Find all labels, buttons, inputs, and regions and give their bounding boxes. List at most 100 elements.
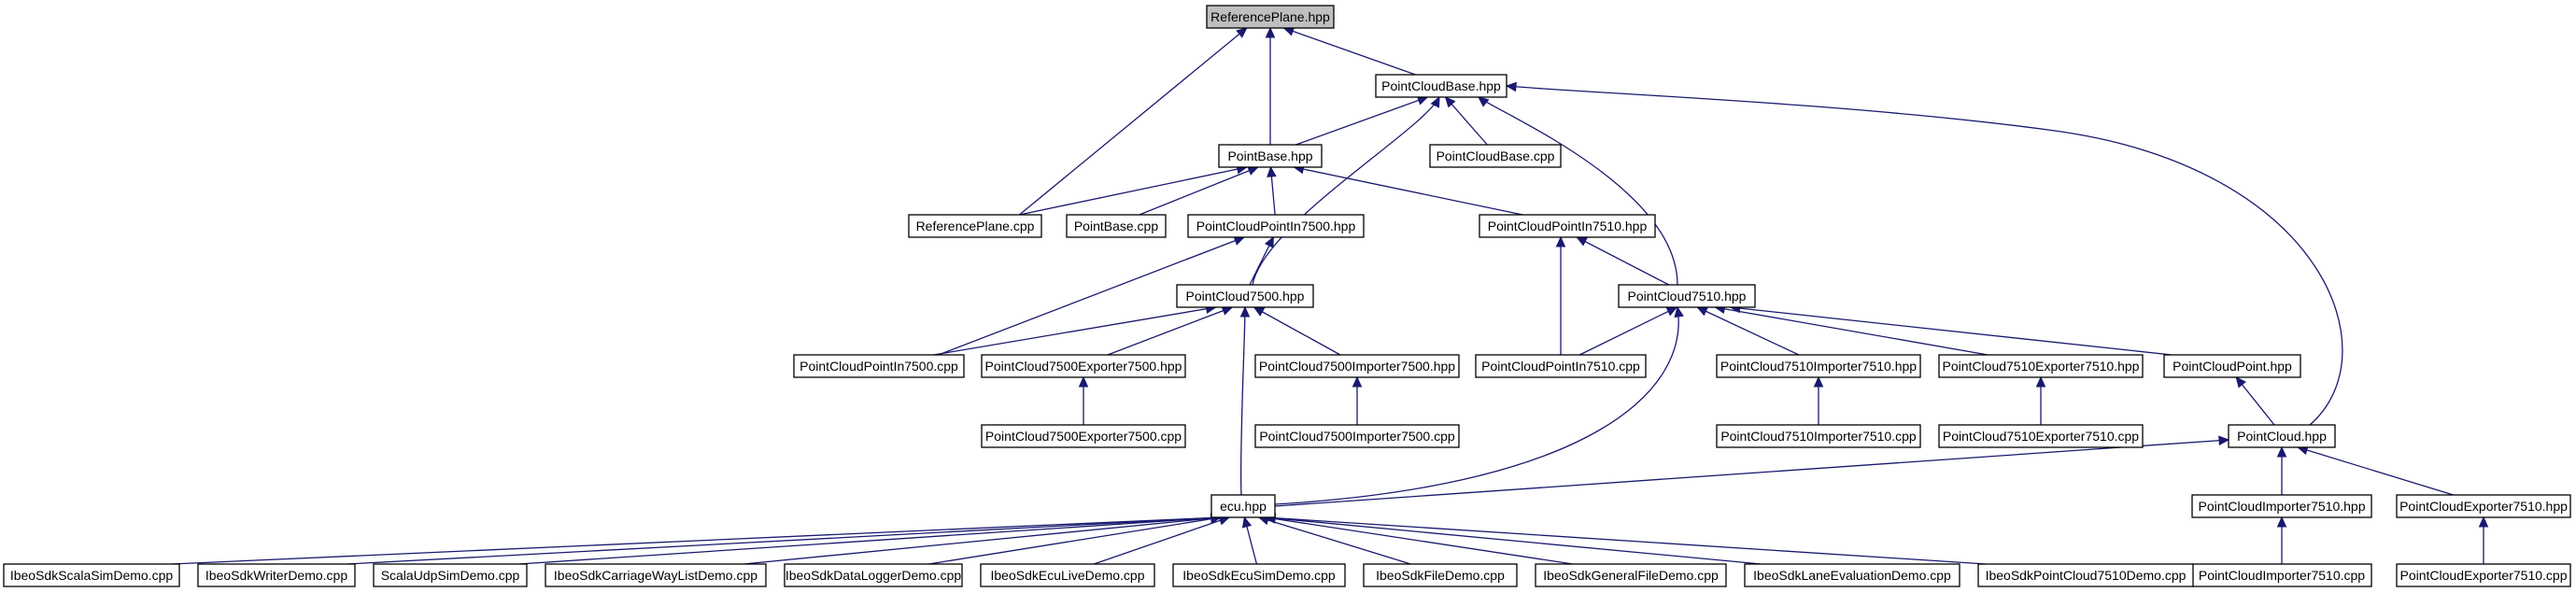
- node-label: PointBase.cpp: [1074, 219, 1158, 233]
- edge-demo_file-includes-ecu_hpp: [1258, 516, 1411, 565]
- node-demo-carriage[interactable]: IbeoSdkCarriageWayListDemo.cpp: [545, 563, 767, 587]
- node-label: PointBase.hpp: [1227, 148, 1312, 163]
- node-demo-udp[interactable]: ScalaUdpSimDemo.cpp: [373, 563, 528, 587]
- node-box[interactable]: [1218, 144, 1323, 168]
- node-box[interactable]: [1716, 354, 1921, 378]
- node-pcbase-cpp[interactable]: PointCloudBase.cpp: [1429, 144, 1562, 168]
- node-box[interactable]: [3, 563, 180, 587]
- node-box[interactable]: [980, 563, 1155, 587]
- node-pc7510exp-hpp[interactable]: PointCloud7510Exporter7510.hpp: [1938, 354, 2144, 378]
- node-box[interactable]: [1210, 494, 1276, 518]
- node-demo-file[interactable]: IbeoSdkFileDemo.cpp: [1363, 563, 1518, 587]
- node-pcpoint-hpp[interactable]: PointCloudPoint.hpp: [2163, 354, 2301, 378]
- node-box[interactable]: [793, 354, 965, 378]
- node-demo-pc7510[interactable]: IbeoSdkPointCloud7510Demo.cpp: [1977, 563, 2194, 587]
- node-label: PointCloudPointIn7510.cpp: [1481, 359, 1640, 374]
- node-demo-ecu-live[interactable]: IbeoSdkEcuLiveDemo.cpp: [980, 563, 1155, 587]
- node-box[interactable]: [908, 214, 1042, 238]
- arrowhead: [2235, 376, 2246, 388]
- node-demo-ecu-sim[interactable]: IbeoSdkEcuSimDemo.cpp: [1172, 563, 1346, 587]
- node-box[interactable]: [1716, 424, 1921, 448]
- node-pc7500exp-hpp[interactable]: PointCloud7500Exporter7500.hpp: [981, 354, 1186, 378]
- node-demo-lane[interactable]: IbeoSdkLaneEvaluationDemo.cpp: [1744, 563, 1960, 587]
- edge-pc7500imp_hpp-includes-pc7500_hpp: [1253, 306, 1341, 356]
- node-label: ecu.hpp: [1220, 499, 1267, 514]
- node-pointcloud-hpp[interactable]: PointCloud.hpp: [2228, 424, 2336, 448]
- node-box[interactable]: [1206, 5, 1335, 29]
- node-box[interactable]: [1375, 74, 1507, 98]
- node-refplane-hpp[interactable]: ReferencePlane.hpp: [1206, 5, 1335, 29]
- node-pcbase-hpp[interactable]: PointCloudBase.hpp: [1375, 74, 1507, 98]
- node-refplane-cpp[interactable]: ReferencePlane.cpp: [908, 214, 1042, 238]
- node-box[interactable]: [1744, 563, 1960, 587]
- node-label: PointCloudPointIn7500.hpp: [1196, 219, 1356, 233]
- node-box[interactable]: [545, 563, 767, 587]
- node-label: PointCloudExporter7510.hpp: [2399, 499, 2568, 514]
- node-box[interactable]: [1176, 284, 1314, 308]
- node-box[interactable]: [2228, 424, 2336, 448]
- node-box[interactable]: [1187, 214, 1365, 238]
- node-box[interactable]: [1938, 424, 2144, 448]
- node-pc7500imp-cpp[interactable]: PointCloud7500Importer7500.cpp: [1254, 424, 1460, 448]
- node-box[interactable]: [981, 354, 1186, 378]
- edge-pointbase_hpp-includes-pcbase_hpp: [1295, 96, 1428, 146]
- node-label: PointCloudImporter7510.hpp: [2198, 499, 2365, 514]
- node-pointbase-hpp[interactable]: PointBase.hpp: [1218, 144, 1323, 168]
- node-pcpi7500-cpp[interactable]: PointCloudPointIn7500.cpp: [793, 354, 965, 378]
- node-box[interactable]: [2191, 494, 2372, 518]
- edge-pcpi7510_hpp-includes-pointbase_hpp: [1294, 166, 1523, 216]
- node-box[interactable]: [2396, 494, 2571, 518]
- node-box[interactable]: [373, 563, 528, 587]
- node-box[interactable]: [1254, 354, 1460, 378]
- node-pcexp7510-hpp[interactable]: PointCloudExporter7510.hpp: [2396, 494, 2571, 518]
- node-pcpi7500-hpp[interactable]: PointCloudPointIn7500.hpp: [1187, 214, 1365, 238]
- node-pcexp7510-cpp[interactable]: PointCloudExporter7510.cpp: [2396, 563, 2571, 587]
- node-label: PointCloudExporter7510.cpp: [2399, 568, 2567, 583]
- arrowhead: [1265, 26, 1276, 38]
- node-box[interactable]: [1618, 284, 1756, 308]
- node-box[interactable]: [1475, 354, 1647, 378]
- arrowhead: [1239, 305, 1251, 318]
- node-pointbase-cpp[interactable]: PointBase.cpp: [1066, 214, 1167, 238]
- node-demo-scala[interactable]: IbeoSdkScalaSimDemo.cpp: [3, 563, 180, 587]
- node-box[interactable]: [197, 563, 356, 587]
- node-box[interactable]: [1254, 424, 1460, 448]
- node-pcimp7510-hpp[interactable]: PointCloudImporter7510.hpp: [2191, 494, 2372, 518]
- node-pcimp7510-cpp[interactable]: PointCloudImporter7510.cpp: [2191, 563, 2372, 587]
- arrowhead: [1253, 306, 1266, 317]
- node-box[interactable]: [2163, 354, 2301, 378]
- node-box[interactable]: [981, 424, 1186, 448]
- node-pcpi7510-cpp[interactable]: PointCloudPointIn7510.cpp: [1475, 354, 1647, 378]
- node-ecu-hpp[interactable]: ecu.hpp: [1210, 494, 1276, 518]
- edges-layer: [171, 26, 2489, 565]
- node-demo-writer[interactable]: IbeoSdkWriterDemo.cpp: [197, 563, 356, 587]
- node-pc7510imp-hpp[interactable]: PointCloud7510Importer7510.hpp: [1716, 354, 1921, 378]
- node-box[interactable]: [1977, 563, 2194, 587]
- arrowhead: [2276, 515, 2287, 528]
- edge-pc7500_hpp-includes-pcbase_hpp: [1252, 96, 1440, 286]
- node-box[interactable]: [784, 563, 963, 587]
- node-pc7510imp-cpp[interactable]: PointCloud7510Importer7510.cpp: [1716, 424, 1921, 448]
- node-demo-logger[interactable]: IbeoSdkDataLoggerDemo.cpp: [784, 563, 963, 587]
- node-box[interactable]: [1066, 214, 1167, 238]
- node-demo-general[interactable]: IbeoSdkGeneralFileDemo.cpp: [1535, 563, 1727, 587]
- node-pc7500-hpp[interactable]: PointCloud7500.hpp: [1176, 284, 1314, 308]
- edge-pcbase_cpp-includes-pcbase_hpp: [1445, 96, 1488, 146]
- edge-refplane_cpp-includes-refplane_hpp: [1018, 27, 1248, 216]
- node-box[interactable]: [1938, 354, 2144, 378]
- node-pc7500imp-hpp[interactable]: PointCloud7500Importer7500.hpp: [1254, 354, 1460, 378]
- node-box[interactable]: [1429, 144, 1562, 168]
- edge-demo_scala-includes-ecu_hpp: [171, 516, 1222, 565]
- node-box[interactable]: [1535, 563, 1727, 587]
- node-pc7500exp-cpp[interactable]: PointCloud7500Exporter7500.cpp: [981, 424, 1186, 448]
- node-pc7510exp-cpp[interactable]: PointCloud7510Exporter7510.cpp: [1938, 424, 2144, 448]
- node-box[interactable]: [1172, 563, 1346, 587]
- edge-pointcloud_hpp-includes-pcpoint_hpp: [2235, 376, 2275, 426]
- node-box[interactable]: [2191, 563, 2372, 587]
- node-pc7510-hpp[interactable]: PointCloud7510.hpp: [1618, 284, 1756, 308]
- node-box[interactable]: [2396, 563, 2571, 587]
- node-label: PointCloudPoint.hpp: [2173, 359, 2292, 374]
- node-pcpi7510-hpp[interactable]: PointCloudPointIn7510.hpp: [1479, 214, 1656, 238]
- node-box[interactable]: [1479, 214, 1656, 238]
- node-box[interactable]: [1363, 563, 1518, 587]
